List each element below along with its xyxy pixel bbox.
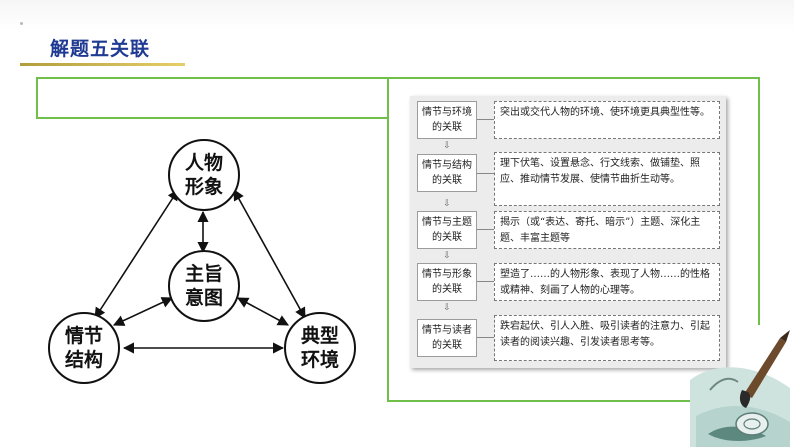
node-character: 人物形象 [168,139,240,211]
arrow-theme-plot [112,297,174,326]
down-arrow-icon: ⇩ [443,303,451,313]
frame-line-left [36,77,38,119]
page-title: 解题五关联 [50,38,151,60]
frame-line-bottom [387,400,787,402]
relation-label: 情节与主题的关联 [417,211,477,249]
top-band [0,0,794,30]
node-theme: 主旨意图 [168,250,240,322]
frame-line-right [758,77,760,325]
relations-panel: 情节与环境的关联 突出或交代人物的环境、使环境更具典型性等。 ⇩ 情节与结构的关… [410,96,726,368]
node-plot: 情节结构 [48,312,120,384]
relation-description: 突出或交代人物的环境、使环境更具典型性等。 [494,101,720,139]
relation-label: 情节与读者的关联 [417,319,477,357]
relation-description: 理下伏笔、设置悬念、行文线索、做铺垫、照应、推动情节发展、使情节曲折生动等。 [494,152,720,206]
relation-label: 情节与环境的关联 [417,101,477,139]
relation-connector [477,229,494,230]
arrow-theme-environment [237,297,289,326]
relation-connector [477,337,494,338]
relation-description: 跌宕起伏、引人入胜、吸引读者的注意力、引起读者的阅读兴趣、引发读者思考等。 [494,315,720,361]
corner-dot [20,22,23,25]
relation-connector [477,173,494,174]
arrow-character-environment [233,189,306,319]
arrow-character-plot [94,189,179,319]
down-arrow-icon: ⇩ [443,251,451,261]
relation-description: 塑造了……的人物形象、表现了人物……的性格或精神、刻画了人物的心理等。 [494,263,720,301]
ink-brush-illustration [690,330,790,447]
frame-line-top [36,77,760,79]
down-arrow-icon: ⇩ [443,141,451,151]
relation-label: 情节与结构的关联 [417,154,477,192]
title-underline [20,63,185,66]
relation-connector [477,281,494,282]
node-environment: 典型环境 [284,312,356,384]
relation-label: 情节与形象的关联 [417,263,477,301]
relation-description: 揭示（或“表达、寄托、暗示”）主题、深化主题、丰富主题等 [494,211,720,249]
frame-line-mid [36,117,388,119]
down-arrow-icon: ⇩ [443,199,451,209]
relation-connector [477,119,494,120]
frame-line-divider [387,77,389,402]
